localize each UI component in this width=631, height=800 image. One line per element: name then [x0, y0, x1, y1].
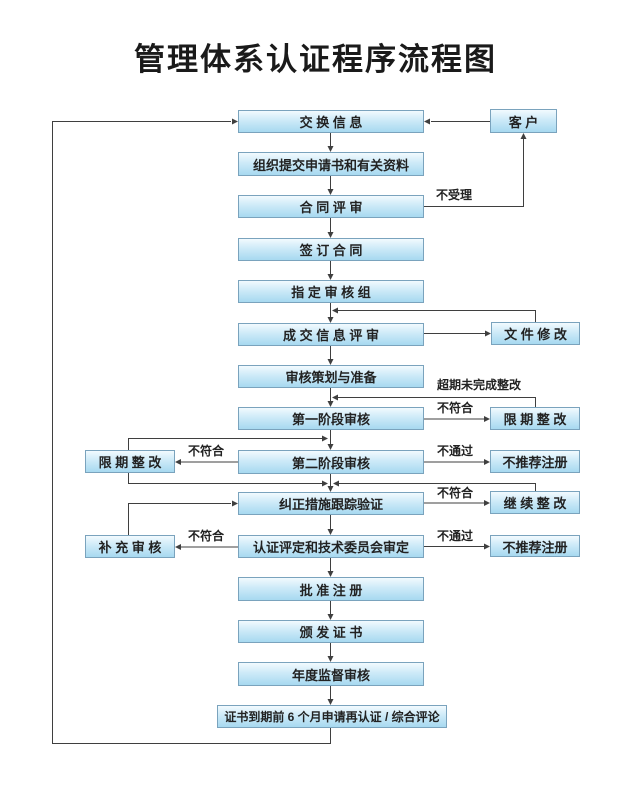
edge-rectleft-bottom-loop — [128, 473, 328, 487]
edge-sign-to-assign — [327, 261, 334, 280]
edge-stage1-to-stage2 — [327, 430, 334, 450]
edge-stage2-to-rectleft — [175, 459, 238, 465]
flow-node-transaction-info-review: 成 交 信 息 评 审 — [238, 323, 424, 346]
edge-label-assessment-fail: 不通过 — [437, 529, 474, 543]
edge-stage2-to-corrective — [327, 474, 334, 492]
page-title: 管理体系认证程序流程图 — [134, 42, 497, 77]
edge-submit-to-contract — [327, 176, 334, 195]
flow-node-not-recommend-registration-1: 不推荐注册 — [490, 450, 580, 473]
edge-contract-to-customer — [424, 133, 527, 207]
edge-label-assessment-nonconform-left: 不符合 — [188, 529, 225, 543]
edge-assign-to-transaction — [327, 303, 334, 323]
edge-supplementary-loop — [128, 500, 238, 535]
edge-stage2-to-notrec1 — [424, 459, 490, 465]
flow-node-certification-assessment: 认证评定和技术委员会审定 — [238, 535, 424, 558]
edge-approve-to-issue — [327, 601, 334, 620]
flow-node-corrective-action-verification: 纠正措施跟踪验证 — [238, 492, 424, 515]
flow-node-recertification: 证书到期前 6 个月申请再认证 / 综合评论 — [217, 705, 447, 728]
edge-rectleft-top-loop — [128, 435, 328, 450]
flow-node-approve-registration: 批 准 注 册 — [238, 577, 424, 601]
edge-annual-to-recertification — [327, 686, 334, 705]
edge-corrective-to-assessment — [327, 515, 334, 535]
flow-node-stage2-audit: 第二阶段审核 — [238, 450, 424, 474]
edge-corrective-to-continuerect — [424, 500, 490, 506]
flow-node-supplementary-audit: 补 充 审 核 — [85, 535, 175, 558]
edge-assessment-to-notrec2 — [424, 543, 490, 550]
flow-node-exchange-info: 交 换 信 息 — [238, 110, 424, 133]
edge-contract-to-sign — [327, 218, 334, 238]
edge-exchange-to-submit — [327, 133, 334, 152]
edge-docmod-loop — [332, 307, 536, 322]
edge-transaction-to-docmod — [424, 330, 491, 337]
edge-label-stage1-nonconform: 不符合 — [437, 401, 474, 415]
edge-label-stage2-nonconform-left: 不符合 — [188, 444, 225, 458]
flow-node-deadline-rectification-left: 限 期 整 改 — [85, 450, 175, 473]
edge-assessment-to-supplementary — [175, 544, 238, 550]
edge-label-corrective-nonconform: 不符合 — [437, 486, 474, 500]
flow-node-not-recommend-registration-2: 不推荐注册 — [490, 535, 580, 557]
edge-customer-to-exchange — [424, 118, 490, 125]
flow-node-assign-audit-team: 指 定 审 核 组 — [238, 280, 424, 303]
flow-node-sign-contract: 签 订 合 同 — [238, 238, 424, 261]
flow-node-issue-certificate: 颁 发 证 书 — [238, 620, 424, 643]
flow-node-annual-supervision-audit: 年度监督审核 — [238, 662, 424, 686]
flow-node-continue-rectification: 继 续 整 改 — [490, 491, 580, 514]
edge-continuerect-loop — [333, 480, 536, 491]
edge-issue-to-annual — [327, 643, 334, 662]
edge-rectright-loop — [332, 394, 536, 407]
edge-label-overdue-rectification: 超期未完成整改 — [437, 378, 522, 392]
edge-transaction-to-planning — [327, 346, 334, 365]
edge-label-stage2-fail: 不通过 — [437, 444, 474, 458]
edge-planning-to-stage1 — [327, 388, 334, 407]
edge-assessment-to-approve — [327, 558, 334, 577]
flow-node-document-modification: 文 件 修 改 — [491, 322, 580, 345]
flow-node-customer: 客 户 — [490, 109, 557, 133]
edge-label-not-accepted: 不受理 — [436, 188, 473, 202]
flow-node-contract-review: 合 同 评 审 — [238, 195, 424, 218]
edge-stage1-to-rectright — [424, 416, 490, 422]
flow-node-submit-application: 组织提交申请书和有关资料 — [238, 152, 424, 176]
flow-node-audit-planning: 审核策划与准备 — [238, 365, 424, 388]
flow-node-deadline-rectification-right: 限 期 整 改 — [490, 407, 580, 430]
edge-recertification-loop — [52, 118, 331, 744]
flow-node-stage1-audit: 第一阶段审核 — [238, 407, 424, 430]
